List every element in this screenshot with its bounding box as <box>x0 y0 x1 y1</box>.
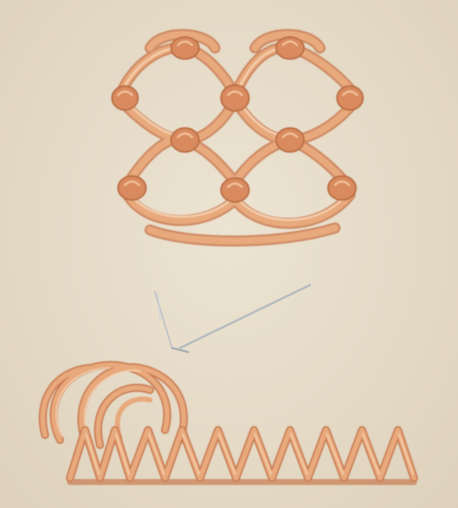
needle-threads <box>155 285 310 352</box>
knitted-mesh-swatch <box>112 35 363 242</box>
coiled-thread <box>43 365 414 482</box>
